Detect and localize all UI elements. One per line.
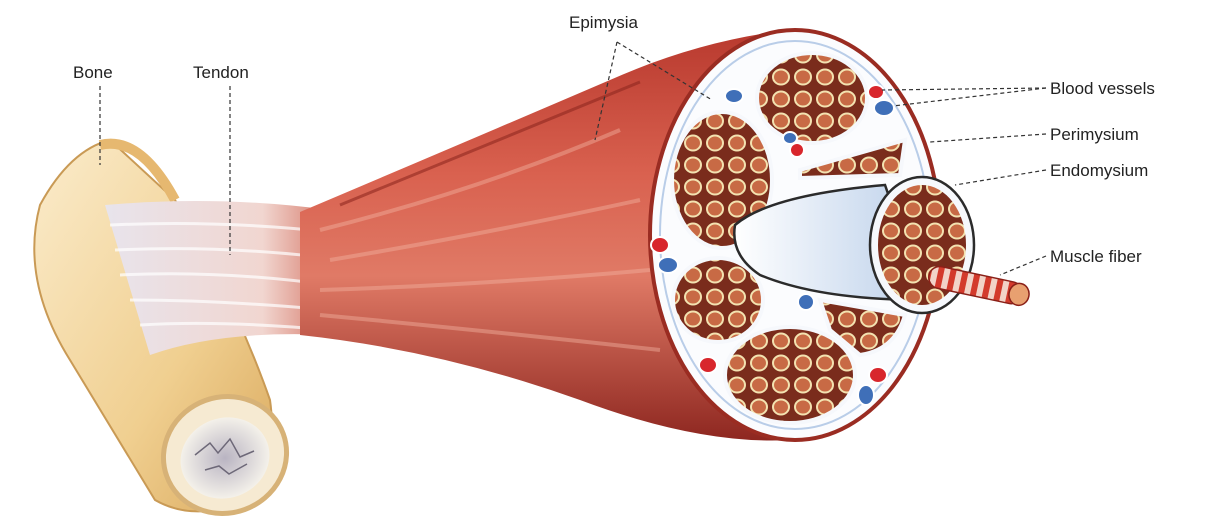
artery xyxy=(790,143,804,157)
label-epimysia: Epimysia xyxy=(569,13,639,32)
blood-vessels-leader xyxy=(893,88,1046,106)
vein xyxy=(725,89,743,103)
fascicle xyxy=(757,53,867,143)
fascicle xyxy=(725,327,855,423)
fascicle xyxy=(673,258,763,342)
blood-vessels-leader xyxy=(882,88,1046,90)
label-perimysium: Perimysium xyxy=(1050,125,1139,144)
perimysium-leader xyxy=(930,134,1046,142)
label-muscle-fiber: Muscle fiber xyxy=(1050,247,1142,266)
vein xyxy=(798,294,814,310)
vein xyxy=(858,385,874,405)
artery xyxy=(699,357,717,373)
label-blood-vessels: Blood vessels xyxy=(1050,79,1155,98)
vein xyxy=(658,257,678,273)
label-tendon: Tendon xyxy=(193,63,249,82)
artery xyxy=(651,237,669,253)
muscle-fiber-leader xyxy=(1000,256,1046,275)
cross-section xyxy=(650,30,1031,440)
vein xyxy=(783,132,797,144)
endomysium-leader xyxy=(955,170,1046,185)
label-bone: Bone xyxy=(73,63,113,82)
artery xyxy=(869,367,887,383)
artery xyxy=(868,85,884,99)
vein xyxy=(874,100,894,116)
label-endomysium: Endomysium xyxy=(1050,161,1148,180)
